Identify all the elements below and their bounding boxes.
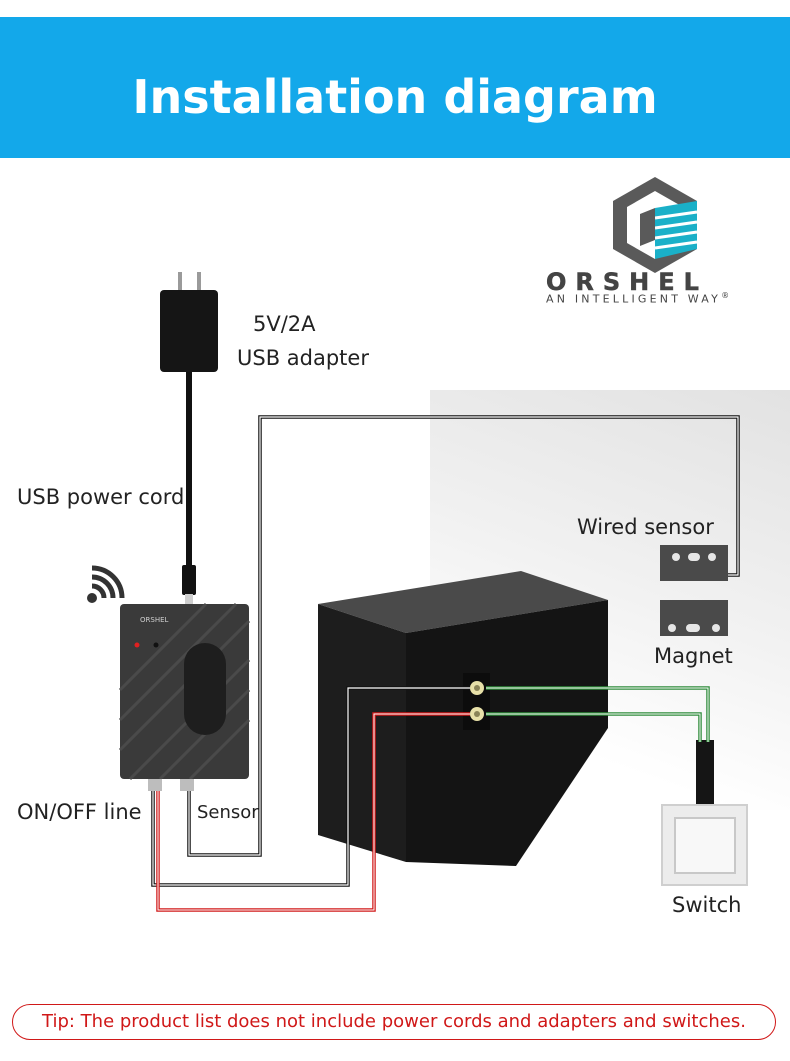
switch-wire-green: [486, 686, 710, 742]
onoff-wire-red: [156, 712, 470, 912]
magnet: [660, 600, 728, 636]
header-banner: Installation diagram: [0, 17, 790, 158]
svg-text:ORSHEL: ORSHEL: [140, 616, 169, 624]
brand-logo-icon: [613, 177, 698, 273]
label-magnet: Magnet: [654, 644, 733, 668]
brand-name: ORSHEL: [546, 268, 708, 297]
onoff-wire-black: [151, 686, 470, 887]
brand-tagline: AN INTELLIGENT WAY®: [546, 291, 730, 306]
label-adapter-voltage: 5V/2A: [253, 312, 316, 336]
usb-adapter: [160, 272, 218, 604]
label-usb-adapter: USB adapter: [237, 346, 369, 370]
label-sensor-port: Sensor: [197, 802, 259, 823]
controller-device: ORSHEL: [118, 602, 251, 791]
wired-sensor: [660, 545, 728, 581]
label-wired-sensor: Wired sensor: [577, 515, 714, 539]
label-onoff-line: ON/OFF line: [17, 800, 142, 824]
label-switch: Switch: [672, 893, 742, 917]
tip-note: Tip: The product list does not include p…: [12, 1004, 776, 1040]
wall-switch: [661, 740, 748, 886]
page-title: Installation diagram: [132, 70, 658, 124]
wifi-icon: [87, 565, 125, 603]
label-usb-power-cord: USB power cord: [17, 485, 185, 509]
garage-opener-box: [318, 571, 608, 866]
